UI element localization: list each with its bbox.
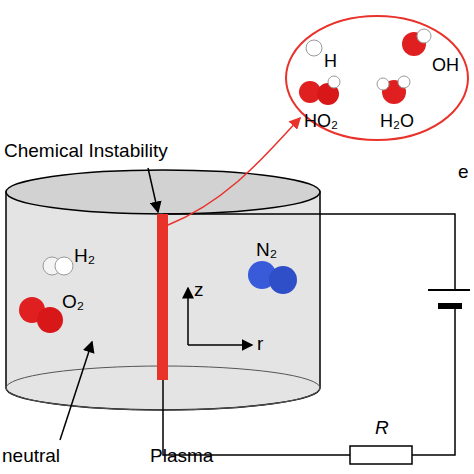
molecule-label: O₂ [62,292,84,311]
region-label: Plasma [150,446,213,465]
callout-label: Chemical Instability [4,141,168,160]
resistor-label: R [375,418,389,437]
species-name: H₂O [380,112,414,130]
molecule-label: H₂ [74,246,95,265]
species-label: e [458,162,469,181]
axis-label: r [257,334,263,353]
callout-ellipse: H OH HO₂ H₂O [284,14,470,142]
axis-label: z [194,280,204,299]
region-label: neutral [2,446,60,465]
species-name: HO₂ [304,112,338,130]
species-name: H [324,52,337,70]
species-name: OH [432,56,459,74]
molecule-label: N₂ [256,240,277,259]
